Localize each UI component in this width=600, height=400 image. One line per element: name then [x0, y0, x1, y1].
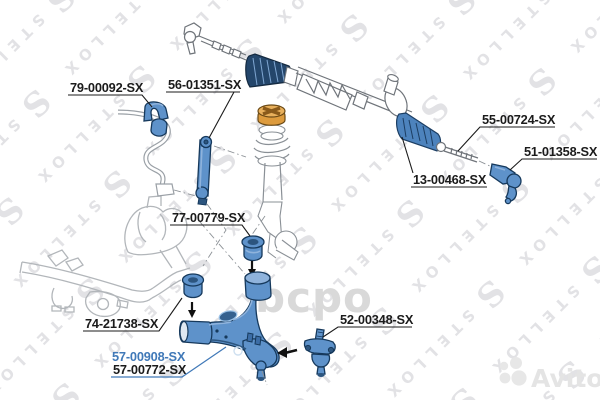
outer-tie-rod-end [489, 163, 522, 205]
steering-rack-drawing [183, 22, 522, 205]
arm-front-bushing [181, 273, 205, 318]
strut-top-mount [257, 104, 286, 126]
part-labels: 79-00092-SX 56-01351-SX 55-00724-SX 51-0… [68, 77, 598, 378]
label-stabilizer-link: 56-01351-SX [166, 77, 242, 139]
label-stabilizer-bushing: 79-00092-SX [68, 80, 153, 108]
direction-arrow [277, 347, 298, 358]
svg-text:77-00779-SX: 77-00779-SX [172, 210, 246, 225]
left-bellows [245, 53, 299, 88]
strut-assembly-drawing [253, 104, 299, 261]
label-tie-rod-end: 51-01358-SX [509, 144, 598, 171]
label-steering-bellows: 13-00468-SX [401, 136, 487, 188]
svg-text:57-00908-SX: 57-00908-SX [112, 349, 186, 364]
ball-joint-part [303, 328, 336, 377]
right-bellows [396, 112, 442, 152]
control-arm [178, 271, 280, 381]
svg-text:13-00468-SX: 13-00468-SX [413, 172, 487, 187]
label-tie-rod-axial: 55-00724-SX [457, 112, 556, 152]
assembly-lines [199, 145, 268, 386]
stabilizer-link [195, 135, 213, 206]
svg-text:56-01351-SX: 56-01351-SX [168, 77, 242, 92]
inner-tie-rod [435, 141, 493, 168]
svg-text:52-00348-SX: 52-00348-SX [340, 312, 414, 327]
svg-text:74-21738-SX: 74-21738-SX [85, 316, 159, 331]
label-arm-bushing-rear: 77-00779-SX [170, 210, 251, 237]
label-arm-bushing-front: 74-21738-SX [83, 297, 183, 332]
subframe-drawing [19, 195, 191, 318]
svg-text:55-00724-SX: 55-00724-SX [482, 112, 556, 127]
svg-text:79-00092-SX: 79-00092-SX [70, 80, 144, 95]
svg-text:57-00772-SX: 57-00772-SX [113, 362, 187, 377]
svg-text:51-01358-SX: 51-01358-SX [524, 144, 598, 159]
stabilizer-bushing-bracket [143, 101, 169, 137]
watermark-fragment-text: bcpo [255, 273, 373, 322]
label-ball-joint: 52-00348-SX [322, 312, 414, 338]
label-control-arm-pair: 57-00908-SX 57-00772-SX [111, 346, 227, 378]
avito-watermark: Avito [499, 357, 600, 393]
arm-rear-bushing [241, 235, 265, 277]
avito-logo-text: Avito [531, 364, 600, 393]
